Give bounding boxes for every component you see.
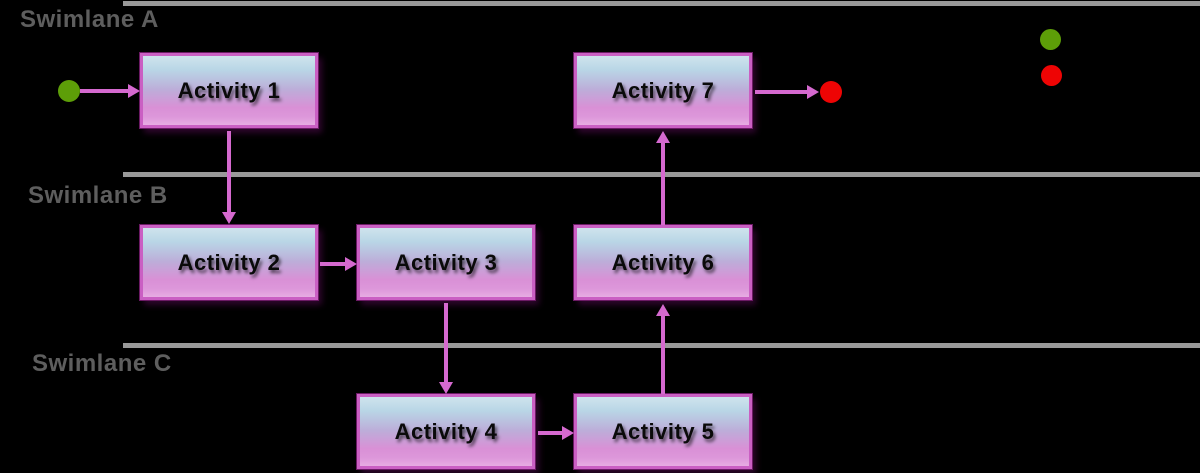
activity-6-label: Activity 6 — [611, 249, 715, 275]
activity-5-label: Activity 5 — [611, 418, 715, 444]
activity-1-box: Activity 1 — [140, 53, 318, 128]
activity-2-box: Activity 2 — [140, 225, 318, 300]
lane-divider-1 — [123, 1, 1200, 6]
start-node — [58, 80, 80, 102]
activity-4-box: Activity 4 — [357, 394, 535, 469]
legend-end-dot — [1041, 65, 1062, 86]
swimlane-c-label: Swimlane C — [32, 350, 172, 377]
activity-2-label: Activity 2 — [177, 249, 281, 275]
activity-6-box: Activity 6 — [574, 225, 752, 300]
legend-start-dot — [1040, 29, 1061, 50]
activity-3-box: Activity 3 — [357, 225, 535, 300]
activity-4-label: Activity 4 — [394, 418, 498, 444]
activity-7-label: Activity 7 — [611, 77, 715, 103]
activity-7-box: Activity 7 — [574, 53, 752, 128]
activity-5-box: Activity 5 — [574, 394, 752, 469]
activity-3-label: Activity 3 — [394, 249, 498, 275]
swimlane-b-label: Swimlane B — [28, 182, 168, 209]
end-node — [820, 81, 842, 103]
swimlane-a-label: Swimlane A — [20, 6, 159, 33]
activity-1-label: Activity 1 — [177, 77, 281, 103]
